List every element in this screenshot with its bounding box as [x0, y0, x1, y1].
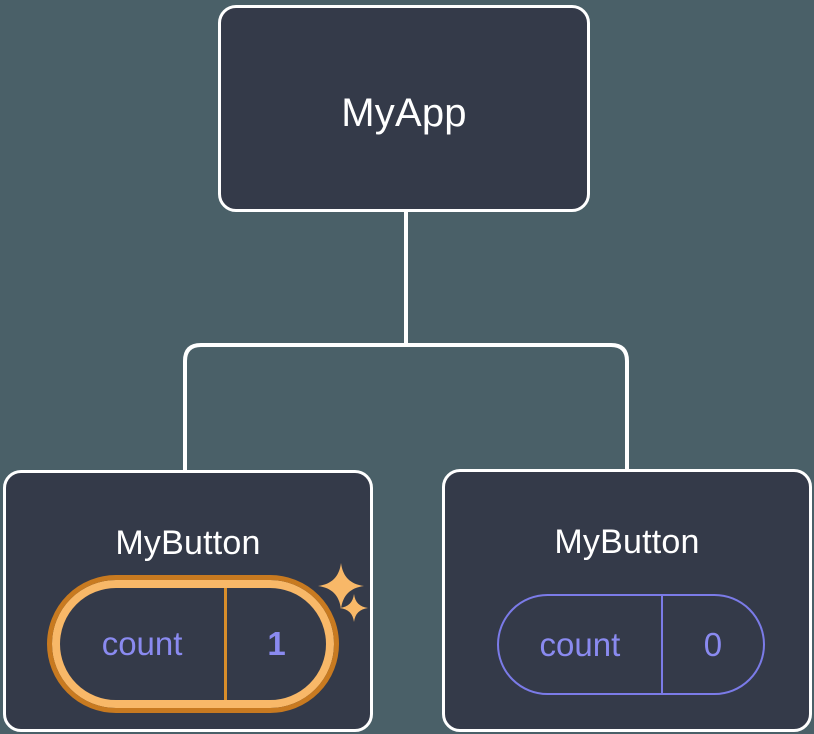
node-root-label: MyApp: [341, 91, 467, 135]
node-child-mybutton-left[interactable]: MyButton count 1: [3, 470, 373, 732]
node-root-myapp[interactable]: MyApp: [218, 5, 590, 212]
state-pill-right[interactable]: count 0: [497, 594, 765, 695]
state-pill-right-key: count: [539, 625, 621, 663]
state-pill-right-value: 0: [660, 596, 763, 693]
state-pill-left-key: count: [101, 625, 183, 662]
connector-branch-bar: [183, 343, 629, 470]
state-pill-left-value: 1: [224, 588, 326, 700]
state-pill-left[interactable]: count 1: [47, 575, 339, 713]
node-child-right-label: MyButton: [554, 523, 700, 561]
node-child-left-label: MyButton: [115, 524, 261, 562]
node-child-mybutton-right[interactable]: MyButton count 0: [442, 469, 812, 732]
